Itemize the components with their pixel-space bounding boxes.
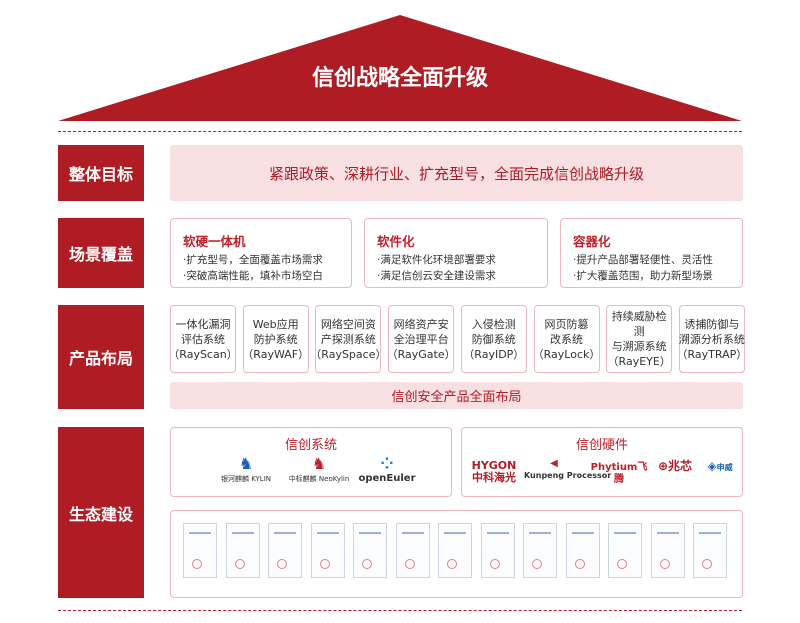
certificates-panel bbox=[170, 510, 743, 598]
product-card[interactable]: 网络空间资产探测系统（RaySpace） bbox=[310, 305, 386, 373]
zhaoxin-icon: ⊕ bbox=[657, 459, 669, 473]
certificate-image bbox=[438, 523, 472, 578]
hygon-logo: HYGON 中科海光 bbox=[471, 459, 517, 484]
product-code: （RayIDP） bbox=[463, 347, 525, 361]
product-name-line: 防御系统 bbox=[471, 332, 516, 346]
divider bbox=[58, 131, 742, 132]
row-label-goal: 整体目标 bbox=[58, 145, 144, 201]
divider-bottom bbox=[58, 610, 742, 611]
kunpeng-icon: ◀ bbox=[550, 458, 558, 469]
certificate-image bbox=[395, 523, 430, 578]
openeuler-logo: ⁘openEuler bbox=[357, 456, 417, 485]
product-name-line: 改系统 bbox=[550, 332, 583, 346]
product-card[interactable]: 网络资产安全治理平台（RayGate） bbox=[386, 305, 456, 373]
neokylin-logo: ♞ 中标麒麟 NeoKylin bbox=[281, 456, 357, 485]
openeuler-logo-text: openEuler bbox=[358, 473, 416, 484]
kylin-icon: ♞ bbox=[238, 454, 254, 473]
scenario-line: ·满足信创云安全建设需求 bbox=[377, 270, 496, 282]
scenario-line: ·提升产品部署轻便性、灵活性 bbox=[573, 254, 713, 266]
certificate-image bbox=[353, 523, 387, 578]
scenario-card: 容器化 ·提升产品部署轻便性、灵活性 ·扩大覆盖范围，助力新型场景 bbox=[560, 218, 743, 288]
systems-title: 信创系统 bbox=[284, 438, 337, 453]
product-name-line: 网络资产安 bbox=[393, 317, 449, 331]
product-code: （RayEYE） bbox=[607, 355, 671, 368]
product-name-line: 网络空间资 bbox=[320, 317, 376, 331]
scenario-title: 软硬一体机 bbox=[183, 234, 246, 249]
roof-banner bbox=[58, 15, 742, 121]
certificate-image bbox=[310, 523, 345, 578]
product-card[interactable]: Web应用防护系统（RayWAF） bbox=[242, 305, 310, 373]
kylin-logo: ♞ 银河麒麟 KYLIN bbox=[211, 456, 281, 485]
certificate-image bbox=[480, 523, 515, 578]
row-label-ecosystem: 生态建设 bbox=[58, 427, 144, 598]
page-title: 信创战略全面升级 bbox=[311, 66, 488, 91]
product-name-line: 一体化漏洞 bbox=[175, 317, 231, 331]
product-name-line: 诱捕防御与 bbox=[684, 317, 740, 331]
product-card[interactable]: 诱捕防御与溯源分析系统（RayTRAP） bbox=[676, 305, 748, 373]
scenario-line: ·突破高端性能，填补市场空白 bbox=[183, 270, 323, 282]
scenario-line: ·扩大覆盖范围，助力新型场景 bbox=[573, 270, 713, 282]
scenario-title: 容器化 bbox=[573, 234, 611, 249]
product-code: （RayGate） bbox=[386, 347, 456, 361]
sunway-logo: ◈申威 bbox=[700, 460, 740, 474]
product-name-line: 与溯源系统 bbox=[611, 340, 667, 353]
product-card[interactable]: 网页防篡改系统（RayLock） bbox=[532, 305, 601, 373]
phytium-logo: Phytium飞腾 bbox=[590, 462, 648, 485]
openeuler-icon: ⁘ bbox=[380, 454, 394, 473]
product-card[interactable]: 入侵检测防御系统（RayIDP） bbox=[460, 305, 527, 373]
certificate-image bbox=[523, 523, 557, 578]
scenario-line: ·扩充型号，全面覆盖市场需求 bbox=[183, 254, 323, 266]
neokylin-icon: ♞ bbox=[311, 454, 327, 473]
row-label-products: 产品布局 bbox=[58, 305, 144, 409]
scenario-title: 软件化 bbox=[377, 234, 415, 249]
product-card[interactable]: 持续威胁检测与溯源系统 （RayEYE） bbox=[606, 305, 673, 373]
hardware-card: 信创硬件 HYGON 中科海光 ◀ Kunpeng Processor Phyti… bbox=[461, 427, 743, 497]
product-name-line: 入侵检测 bbox=[471, 317, 516, 331]
scenario-card: 软件化 ·满足软件化环境部署要求 ·满足信创云安全建设需求 bbox=[364, 218, 548, 288]
product-name-line: 网页防篡 bbox=[544, 317, 589, 331]
row-label-scenario: 场景覆盖 bbox=[58, 218, 144, 288]
product-code: （RayLock） bbox=[532, 347, 601, 361]
product-code: （RaySpace） bbox=[310, 347, 387, 361]
sunway-logo-text: 申威 bbox=[716, 463, 733, 472]
scenario-line: ·满足软件化环境部署要求 bbox=[377, 254, 496, 266]
certificate-image bbox=[268, 523, 302, 578]
certificate-image bbox=[693, 523, 727, 578]
product-card[interactable]: 一体化漏洞评估系统（RayScan） bbox=[168, 305, 238, 373]
certificate-image bbox=[565, 523, 600, 578]
certificate-image bbox=[225, 523, 260, 578]
zhaoxin-logo-text: 兆芯 bbox=[668, 459, 693, 473]
product-name-line: Web应用 bbox=[252, 317, 299, 331]
kunpeng-logo-text: Kunpeng Processor bbox=[524, 471, 612, 480]
product-code: （RayScan） bbox=[168, 347, 238, 361]
sunway-icon: ◈ bbox=[707, 459, 717, 473]
certificate-image bbox=[650, 523, 685, 578]
scenario-card: 软硬一体机 ·扩充型号，全面覆盖市场需求 ·突破高端性能，填补市场空白 bbox=[170, 218, 352, 288]
certificate-image bbox=[608, 523, 642, 578]
product-name-line: 全治理平台 bbox=[393, 332, 449, 346]
product-code: （RayWAF） bbox=[242, 347, 310, 361]
neokylin-logo-text: 中标麒麟 NeoKylin bbox=[288, 475, 350, 483]
products-footer: 信创安全产品全面布局 bbox=[170, 382, 743, 409]
hardware-title: 信创硬件 bbox=[575, 438, 628, 453]
product-name-line: 持续威胁检测 bbox=[611, 310, 667, 338]
product-name-line: 溯源分析系统 bbox=[678, 332, 745, 346]
product-name-line: 防护系统 bbox=[253, 332, 298, 346]
product-code: （RayTRAP） bbox=[676, 347, 748, 361]
zhaoxin-logo: ⊕兆芯 bbox=[654, 460, 696, 472]
systems-card: 信创系统 ♞ 银河麒麟 KYLIN ♞ 中标麒麟 NeoKylin ⁘openEul… bbox=[170, 427, 452, 497]
product-name-line: 产探测系统 bbox=[320, 332, 376, 346]
certificate-image bbox=[183, 523, 217, 578]
kunpeng-logo: ◀ Kunpeng Processor bbox=[524, 458, 612, 482]
kylin-logo-text: 银河麒麟 KYLIN bbox=[220, 475, 272, 483]
goal-text: 紧跟政策、深耕行业、扩充型号，全面完成信创战略升级 bbox=[170, 145, 743, 201]
product-name-line: 评估系统 bbox=[181, 332, 225, 346]
